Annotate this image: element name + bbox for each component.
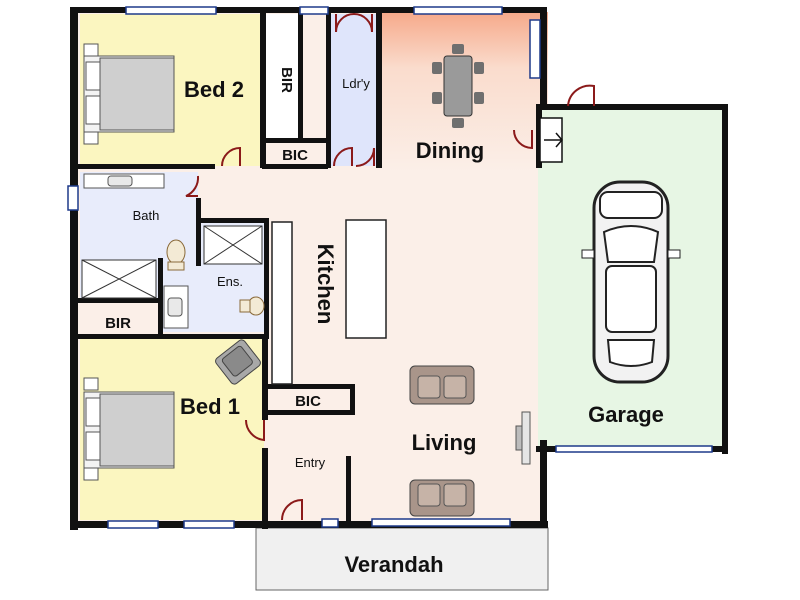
bir-top-floor — [264, 14, 300, 138]
room-label-verandah: Verandah — [344, 552, 443, 577]
dining-table-icon — [432, 44, 484, 128]
doors — [185, 13, 595, 521]
room-label-bed1: Bed 1 — [180, 394, 240, 419]
room-label-bir-top: BIR — [278, 67, 295, 93]
armchair-icon — [215, 339, 261, 385]
room-label-bic-mid: BIC — [295, 393, 321, 410]
windows — [67, 6, 713, 529]
car-icon — [581, 180, 681, 384]
kitchen-island — [345, 219, 387, 339]
bed-icon — [83, 43, 175, 145]
kitchen-bench — [271, 221, 293, 385]
sofa-icon — [409, 479, 475, 517]
room-label-bir-left: BIR — [105, 315, 131, 332]
room-label-bic-top: BIC — [282, 147, 308, 164]
room-label-kitchen: Kitchen — [313, 244, 338, 325]
room-label-bath: Bath — [133, 208, 160, 223]
bed-icon — [83, 377, 175, 481]
basin-icon — [163, 285, 189, 329]
basin-icon — [83, 173, 165, 189]
room-label-garage: Garage — [588, 402, 664, 427]
tv-icon — [515, 411, 531, 465]
shower-icon — [203, 225, 263, 265]
room-label-laundry: Ldr'y — [342, 76, 370, 91]
room-label-ensuite: Ens. — [217, 274, 243, 289]
laundry-floor — [330, 14, 378, 166]
sofa-icon — [409, 365, 475, 405]
room-label-bed2: Bed 2 — [184, 77, 244, 102]
shower-icon — [81, 259, 157, 299]
verandah-floor — [255, 527, 549, 591]
room-label-dining: Dining — [416, 138, 484, 163]
room-label-living: Living — [412, 430, 477, 455]
room-label-entry: Entry — [295, 455, 326, 470]
toilet-icon — [166, 239, 186, 271]
toilet-icon — [239, 296, 265, 316]
